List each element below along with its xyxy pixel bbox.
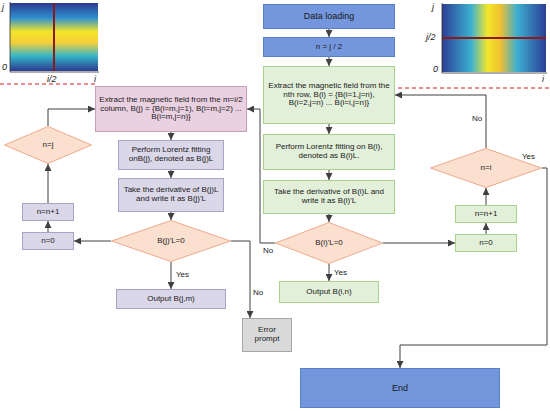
axis-label: 0: [2, 62, 7, 72]
flow-arrow: [171, 212, 172, 220]
node-text: Extract the magnetic field from the m=i/…: [99, 96, 243, 123]
error-box: Error prompt: [242, 318, 292, 352]
axis-line: [442, 3, 547, 73]
axis-label: i: [542, 74, 544, 84]
node-text: Take the derivative of B(j)L and write i…: [122, 186, 220, 204]
node-text: Extract the magnetic field from the nth …: [267, 82, 391, 109]
flow-arrow: [486, 188, 487, 205]
diamond-shape: [431, 149, 542, 188]
flow-arrow: [400, 168, 547, 368]
edge-label: Yes: [334, 268, 347, 277]
node-text: B(j)'L=0: [157, 237, 185, 246]
diamond-shape: [276, 223, 383, 264]
diamond-shape: [5, 127, 92, 164]
node-text: n=0: [41, 237, 55, 246]
output-box: Output B(j,m): [116, 289, 226, 309]
flow-arrow: [74, 241, 111, 242]
flow-arrow: [231, 241, 250, 318]
flow-arrow: [329, 124, 330, 134]
flow-arrow: [171, 262, 172, 289]
node-text: n=j: [43, 141, 54, 150]
flow-arrow: [329, 57, 330, 66]
flow-arrow: [329, 170, 330, 180]
flow-arrow: [395, 95, 486, 148]
edge-label: Yes: [176, 270, 189, 279]
axis-label: 0: [433, 64, 438, 74]
heatmap-image: [442, 4, 546, 72]
flow-arrow: [486, 223, 487, 234]
node-text: Error prompt: [246, 326, 288, 344]
flow-arrow: [171, 170, 172, 178]
flow-arrow: [48, 109, 95, 126]
flow-arrow: [48, 164, 49, 203]
node-text: Data loading: [304, 11, 355, 21]
flow-arrow: [48, 221, 49, 232]
node-text: n=i: [481, 164, 492, 173]
process-box: Extract the magnetic field from the m=i/…: [95, 86, 247, 132]
output-box: Output B(i,n): [279, 281, 379, 303]
start-box: Data loading: [263, 4, 395, 29]
flow-arrow: [171, 132, 172, 140]
axis-label: j: [2, 2, 4, 12]
edge-label: Yes: [522, 152, 535, 161]
axis-label: j: [432, 2, 434, 12]
axis-label: i/2: [47, 74, 57, 84]
decision-diamond: B(j)'L=0: [111, 220, 231, 262]
flow-arrow: [329, 214, 330, 222]
axis-label: j/2: [426, 32, 436, 42]
process-box: Take the derivative of B(i)L and write i…: [263, 180, 395, 214]
heatmap-image: [10, 3, 98, 71]
node-text: n = j / 2: [316, 43, 342, 52]
diamond-shape: [112, 221, 231, 262]
process-box: Extract the magnetic field from the nth …: [263, 66, 395, 124]
init-box: n = j / 2: [263, 37, 395, 57]
node-text: Output B(j,m): [147, 295, 195, 304]
node-text: n=n+1: [475, 210, 498, 219]
edge-label: No: [263, 246, 273, 255]
column-marker: [53, 3, 55, 71]
node-text: n=0: [479, 239, 493, 248]
flow-arrow: [329, 264, 330, 281]
row-marker: [442, 37, 546, 39]
decision-diamond: n=j: [4, 126, 92, 164]
node-text: B(i)'L=0: [315, 239, 343, 248]
node-text: End: [392, 383, 408, 393]
process-box: Perform Lorentz fitting onB(j), denoted …: [118, 140, 224, 170]
process-box: Take the derivative of B(j)L and write i…: [118, 178, 224, 212]
node-text: Perform Lorentz fitting onB(j), denoted …: [122, 146, 220, 164]
edge-label: No: [253, 288, 263, 297]
axis-label: i: [94, 74, 96, 84]
counter-box: n=n+1: [22, 203, 74, 221]
decision-diamond: B(i)'L=0: [275, 222, 383, 264]
edge-label: No: [472, 114, 482, 123]
node-text: Output B(i,n): [306, 288, 351, 297]
dashed-separator: [398, 88, 550, 89]
counter-box: n=0: [22, 232, 74, 250]
counter-box: n=0: [455, 234, 517, 252]
axis-line: [10, 2, 99, 72]
node-text: Perform Lorentz fitting on B(i), denoted…: [267, 143, 391, 161]
node-text: n=n+1: [37, 208, 60, 217]
flow-arrow: [247, 109, 275, 243]
node-text: Take the derivative of B(i)L and write i…: [267, 188, 391, 206]
counter-box: n=n+1: [455, 205, 517, 223]
end-box: End: [300, 368, 500, 408]
flow-arrow: [383, 243, 455, 244]
flow-arrow: [329, 29, 330, 37]
process-box: Perform Lorentz fitting on B(i), denoted…: [263, 134, 395, 170]
